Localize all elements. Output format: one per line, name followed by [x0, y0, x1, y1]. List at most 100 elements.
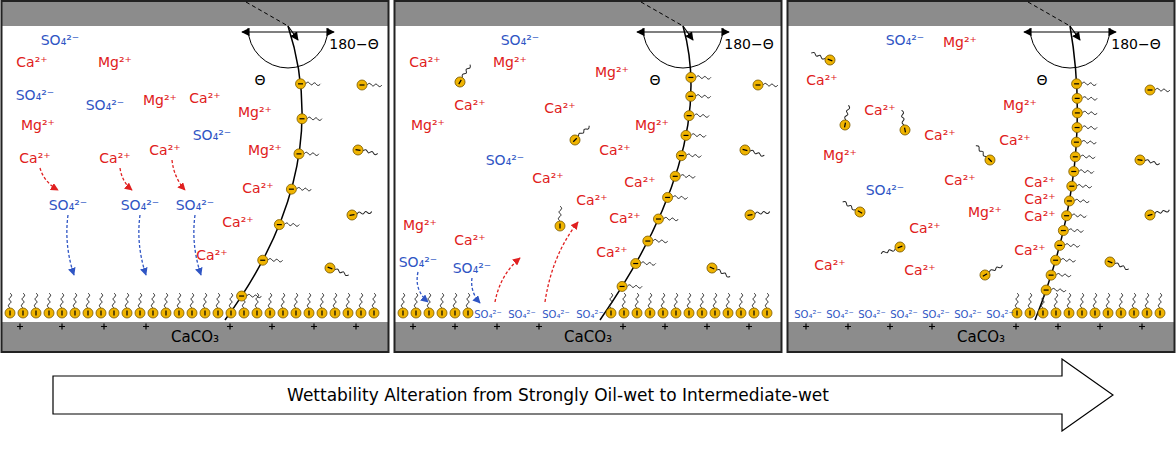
ion-label: SO₄²⁻ — [576, 310, 604, 320]
surfactant-symbol — [343, 293, 353, 318]
ion-label: Mg²⁺ — [403, 218, 437, 232]
surfactant-symbol — [70, 293, 80, 318]
ion-label: SO₄²⁻ — [866, 183, 905, 197]
surfactant-symbol — [645, 293, 655, 318]
surfactant-symbol — [1116, 293, 1126, 318]
panel — [787, 1, 1175, 352]
surfactant-symbol — [135, 293, 145, 318]
migration-arrow — [417, 272, 428, 302]
positive-charge — [746, 324, 752, 330]
ion-label: SO₄²⁻ — [501, 33, 540, 47]
oil-water-interface — [225, 26, 302, 320]
ion-label: Ca²⁺ — [1024, 209, 1055, 223]
mineral-formula: CaCO₃ — [957, 329, 1005, 346]
ion-label: Mg²⁺ — [943, 35, 977, 49]
surfactant-symbol — [18, 293, 28, 318]
surfactant-symbol — [744, 207, 770, 221]
surfactant-symbol — [187, 293, 197, 318]
migration-arrow — [67, 215, 74, 275]
surfactant-symbol — [437, 293, 447, 318]
angle-label: 180−Θ — [724, 37, 773, 51]
mineral-label-band: CaCO₃ — [1, 323, 389, 352]
ion-label: Mg²⁺ — [1003, 98, 1037, 112]
migration-arrow — [194, 215, 201, 275]
ion-label: SO₄²⁻ — [193, 128, 232, 142]
surfactant-symbol — [631, 259, 656, 269]
surfactant-symbol — [1067, 181, 1092, 191]
ion-label: Mg²⁺ — [238, 105, 272, 119]
surfactant-symbol — [671, 293, 681, 318]
carbonate-surface — [394, 322, 782, 352]
surfactant-symbol — [304, 293, 314, 318]
surfactant-symbol — [723, 293, 733, 318]
mineral-formula: CaCO₃ — [171, 329, 219, 346]
ion-label: Ca²⁺ — [999, 133, 1030, 147]
positive-charge — [1013, 324, 1019, 330]
surfactant-symbol — [161, 293, 171, 318]
surfactant-symbol — [369, 293, 379, 318]
surfactant-symbol — [749, 293, 759, 318]
surfactant-symbol — [568, 122, 593, 147]
surfactant-symbol — [753, 80, 778, 90]
surfactant-symbol — [5, 293, 15, 318]
ion-label: Ca²⁺ — [944, 173, 975, 187]
surfactant-symbol — [606, 293, 616, 318]
surfactant-symbol — [1046, 270, 1071, 280]
positive-charge — [353, 324, 359, 330]
horizontal-double-arrow — [637, 31, 729, 32]
surfactant-symbol — [658, 293, 668, 318]
surfactant-symbol — [686, 91, 711, 101]
dispersed-surfactants — [324, 48, 1171, 281]
ion-label: Mg²⁺ — [248, 143, 282, 157]
surfactant-symbol — [1077, 293, 1087, 318]
ion-label: Ca²⁺ — [1014, 243, 1045, 257]
surfactant-symbol — [96, 293, 106, 318]
ion-label: SO₄²⁻ — [399, 255, 438, 269]
surfactant-symbol — [840, 198, 867, 219]
surfactant-symbol — [839, 104, 853, 130]
ion-label: SO₄²⁻ — [858, 310, 886, 320]
ion-label: Ca²⁺ — [576, 193, 607, 207]
tangent-arrow — [288, 26, 298, 40]
angle-arc — [248, 28, 328, 68]
ion-label: SO₄²⁻ — [16, 88, 55, 102]
positive-charge — [845, 324, 851, 330]
ion-label: Ca²⁺ — [454, 98, 485, 112]
surfactant-symbol — [453, 62, 474, 89]
ion-label: Ca²⁺ — [814, 258, 845, 272]
ion-label: Mg²⁺ — [595, 65, 629, 79]
surfactant-symbol — [346, 207, 372, 221]
ion-label: SO₄²⁻ — [890, 310, 918, 320]
surfactant-symbol — [352, 144, 378, 158]
surfactant-symbol — [122, 293, 132, 318]
migration-arrow — [172, 160, 185, 190]
surfactant-symbol — [1144, 205, 1171, 221]
surfactant-symbol — [879, 241, 906, 259]
ion-label: Ca²⁺ — [99, 151, 130, 165]
ion-label: Ca²⁺ — [532, 171, 563, 185]
surfactant-symbol — [297, 114, 322, 124]
ion-label: SO₄²⁻ — [41, 33, 80, 47]
positive-charge — [536, 324, 542, 330]
surfactant-symbol — [357, 80, 382, 90]
ion-label: SO₄²⁻ — [474, 310, 502, 320]
surfactant-symbol — [736, 293, 746, 318]
ion-label: Ca²⁺ — [609, 211, 640, 225]
surfactant-symbol — [1090, 293, 1100, 318]
ion-label: Ca²⁺ — [454, 233, 485, 247]
positive-charge — [803, 324, 809, 330]
ion-label: Ca²⁺ — [1024, 175, 1055, 189]
surfactant-symbol — [670, 171, 695, 181]
ion-label: Ca²⁺ — [16, 55, 47, 69]
surfactant-symbol — [619, 293, 629, 318]
ion-label: Mg²⁺ — [635, 118, 669, 132]
surfactant-symbol — [83, 293, 93, 318]
panels — [1, 1, 1175, 352]
ion-label: Ca²⁺ — [222, 215, 253, 229]
positive-charge — [1055, 324, 1061, 330]
ion-label: Ca²⁺ — [596, 245, 627, 259]
surfactant-symbol — [739, 144, 766, 160]
ion-label: SO₄²⁻ — [176, 198, 215, 212]
top-surface — [394, 1, 782, 26]
surfactant-symbol — [258, 255, 283, 265]
